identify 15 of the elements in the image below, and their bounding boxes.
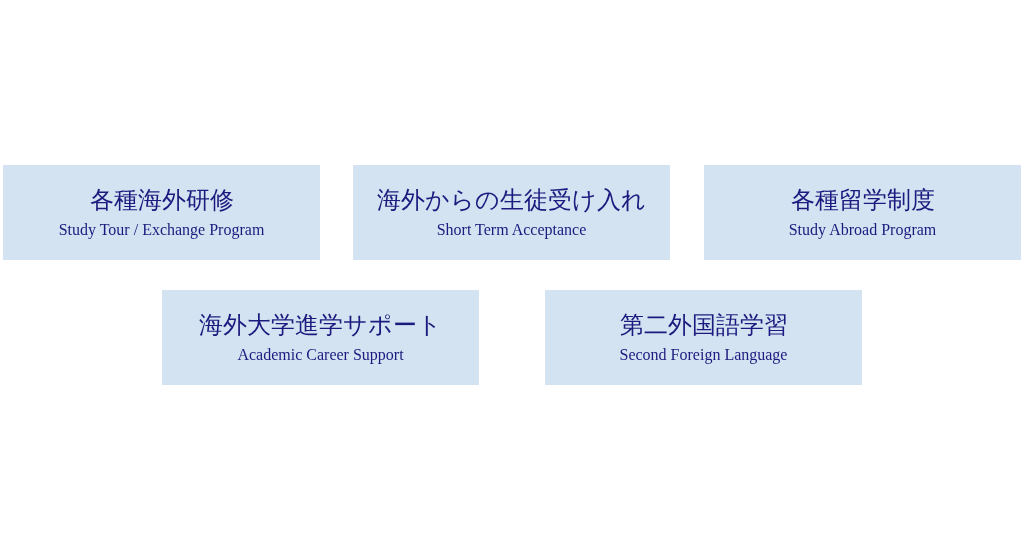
program-box <box>545 290 862 385</box>
program-subtitle: Short Term Acceptance <box>436 219 587 241</box>
program-title: 海外からの生徒受け入れ <box>377 185 646 215</box>
program-subtitle: Academic Career Support <box>237 344 404 366</box>
program-subtitle: Study Tour / Exchange Program <box>58 219 265 241</box>
program-title: 第二外国語学習 <box>619 310 788 340</box>
program-subtitle: Study Abroad Program <box>788 219 937 241</box>
program-box <box>353 165 670 260</box>
program-title: 海外大学進学サポート <box>199 310 442 340</box>
program-title: 各種海外研修 <box>89 185 234 215</box>
program-box <box>3 165 320 260</box>
program-box <box>162 290 479 385</box>
program-box <box>704 165 1021 260</box>
program-subtitle: Second Foreign Language <box>619 344 788 366</box>
program-title: 各種留学制度 <box>790 185 935 215</box>
